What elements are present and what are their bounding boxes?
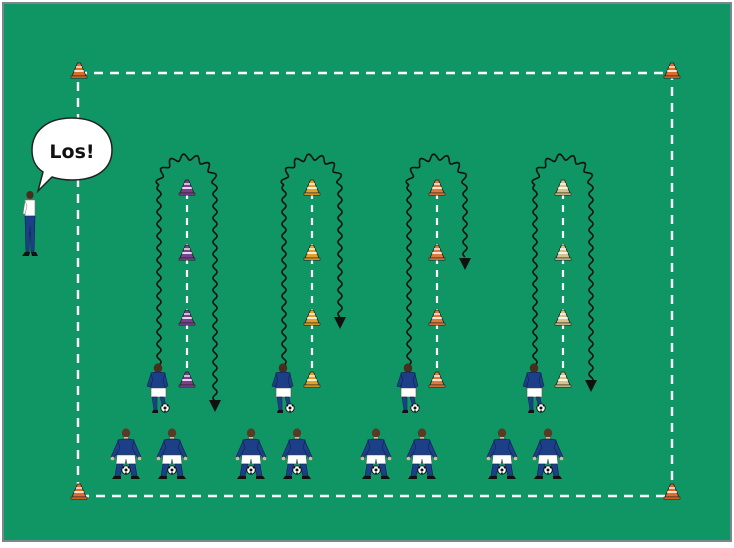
soccer-ball-icon xyxy=(537,404,545,412)
soccer-ball-icon xyxy=(372,466,380,474)
coach-speech-text: Los! xyxy=(49,141,94,163)
soccer-ball-icon xyxy=(293,466,301,474)
soccer-ball-icon xyxy=(544,466,552,474)
soccer-ball-icon xyxy=(247,466,255,474)
soccer-ball-icon xyxy=(498,466,506,474)
soccer-ball-icon xyxy=(418,466,426,474)
soccer-ball-icon xyxy=(411,404,419,412)
soccer-ball-icon xyxy=(122,466,130,474)
soccer-ball-icon xyxy=(286,404,294,412)
soccer-ball-icon xyxy=(168,466,176,474)
soccer-ball-icon xyxy=(161,404,169,412)
